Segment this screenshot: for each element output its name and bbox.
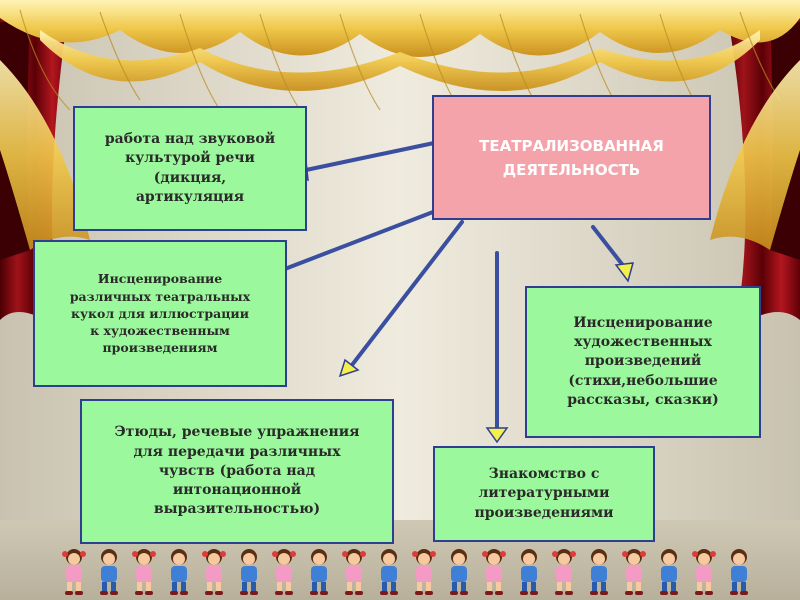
girl-figure-icon bbox=[482, 549, 506, 595]
literature-line-2: литературными bbox=[478, 485, 610, 502]
etudes-line-3: чувств (работа над bbox=[158, 462, 316, 479]
arrowhead-literature bbox=[485, 427, 509, 444]
arrowhead-staging bbox=[614, 262, 635, 283]
literature-line-3: произведениями bbox=[474, 504, 614, 521]
boy-figure-icon bbox=[660, 549, 678, 595]
staging-line-2: художественных bbox=[574, 334, 712, 351]
puppets-line-4: к художественным bbox=[90, 323, 230, 339]
staging-line-5: рассказы, сказки) bbox=[567, 391, 719, 408]
arrow-to-puppets bbox=[275, 210, 435, 274]
puppets-line-1: Инсценирование bbox=[97, 271, 223, 287]
girl-figure-icon bbox=[692, 549, 716, 595]
arrow-to-sound bbox=[304, 141, 436, 172]
girl-figure-icon bbox=[412, 549, 436, 595]
literature-line-1: Знакомство с bbox=[488, 466, 600, 483]
staging-line-4: (стихи,небольшие bbox=[568, 372, 718, 389]
puppets-line-5: произведениям bbox=[102, 340, 218, 356]
etudes-line-5: выразительностью) bbox=[153, 501, 321, 518]
boy-figure-icon bbox=[310, 549, 328, 595]
boy-figure-icon bbox=[520, 549, 538, 595]
boy-figure-icon bbox=[380, 549, 398, 595]
girl-figure-icon bbox=[132, 549, 156, 595]
arrow-to-staging bbox=[591, 225, 627, 270]
staging-line-3: произведений bbox=[584, 353, 702, 370]
girl-figure-icon bbox=[62, 549, 86, 595]
box-sound-culture: работа над звуковой культурой речи (дикц… bbox=[73, 106, 307, 231]
puppets-line-2: различных театральных bbox=[69, 288, 251, 304]
boy-figure-icon bbox=[240, 549, 258, 595]
boy-figure-icon bbox=[100, 549, 118, 595]
etudes-line-1: Этюды, речевые упражнения bbox=[114, 424, 360, 441]
etudes-line-4: интонационной bbox=[172, 482, 302, 499]
staging-line-1: Инсценирование bbox=[573, 314, 713, 331]
sound-line-1: работа над звуковой bbox=[104, 130, 276, 147]
sound-line-3: (дикция, bbox=[153, 169, 227, 186]
box-etudes: Этюды, речевые упражнения для передачи р… bbox=[80, 399, 394, 544]
girl-figure-icon bbox=[202, 549, 226, 595]
etudes-line-2: для передачи различных bbox=[133, 443, 341, 460]
boy-figure-icon bbox=[450, 549, 468, 595]
box-puppet-staging: Инсценирование различных театральных кук… bbox=[33, 240, 287, 387]
center-line-1: ТЕАТРАЛИЗОВАННАЯ bbox=[479, 136, 664, 155]
center-line-2: ДЕЯТЕЛЬНОСТЬ bbox=[502, 160, 641, 179]
girl-figure-icon bbox=[552, 549, 576, 595]
arrowhead-etudes bbox=[338, 358, 360, 378]
arrow-to-etudes bbox=[350, 220, 464, 367]
girl-figure-icon bbox=[342, 549, 366, 595]
boy-figure-icon bbox=[590, 549, 608, 595]
box-literature: Знакомство с литературными произведениям… bbox=[433, 446, 655, 542]
center-box-theatrical-activity: ТЕАТРАЛИЗОВАННАЯ ДЕЯТЕЛЬНОСТЬ bbox=[432, 95, 711, 220]
girl-figure-icon bbox=[622, 549, 646, 595]
puppets-line-3: кукол для иллюстрации bbox=[71, 305, 249, 321]
sound-line-4: артикуляция bbox=[135, 188, 245, 205]
boy-figure-icon bbox=[730, 549, 748, 595]
children-decoration-row bbox=[62, 549, 748, 595]
girl-figure-icon bbox=[272, 549, 296, 595]
boy-figure-icon bbox=[170, 549, 188, 595]
box-staging-works: Инсценирование художественных произведен… bbox=[525, 286, 761, 438]
sound-line-2: культурой речи bbox=[125, 150, 255, 167]
